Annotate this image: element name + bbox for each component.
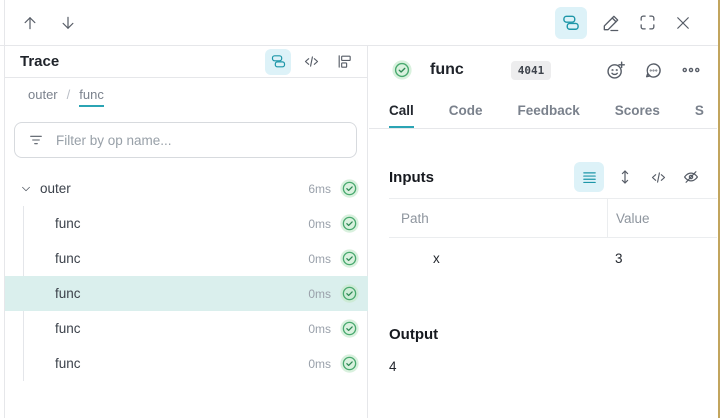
trace-tree-view-button[interactable]	[555, 6, 587, 39]
tab-code[interactable]: Code	[448, 102, 483, 118]
call-tabs: Call Code Feedback Scores S	[369, 94, 717, 129]
inputs-section-header: Inputs	[389, 159, 703, 195]
tab-call[interactable]: Call	[389, 94, 414, 128]
breadcrumb-item-outer[interactable]: outer	[28, 87, 58, 102]
filter-input[interactable]	[56, 132, 356, 148]
tree-row-duration: 0ms	[308, 286, 331, 301]
code-view-button[interactable]	[646, 165, 670, 189]
close-panel-button[interactable]	[671, 11, 695, 35]
op-filter	[14, 122, 357, 158]
tree-row-label: outer	[40, 181, 71, 196]
tree-row-func-5[interactable]: func 0ms	[5, 346, 368, 381]
tree-row-func-2[interactable]: func 0ms	[5, 241, 368, 276]
add-reaction-button[interactable]	[603, 58, 627, 82]
tree-row-func-4[interactable]: func 0ms	[5, 311, 368, 346]
arrow-down-icon	[59, 14, 77, 32]
stack-icon	[270, 53, 287, 70]
call-detail-panel: func 4041	[369, 46, 717, 418]
overflow-menu-button[interactable]	[679, 58, 703, 82]
input-path: x	[433, 250, 440, 266]
tree-row-duration: 0ms	[308, 321, 331, 336]
trace-panel: Trace oute	[5, 46, 368, 418]
success-check-icon	[339, 318, 360, 339]
inputs-heading: Inputs	[389, 168, 434, 186]
tree-row-duration: 0ms	[308, 356, 331, 371]
tree-row-duration: 0ms	[308, 216, 331, 231]
trace-panel-title: Trace	[20, 53, 60, 70]
output-value: 4	[389, 359, 397, 374]
breadcrumb-separator: /	[66, 87, 71, 102]
tab-summary-clipped[interactable]: S	[694, 102, 704, 118]
flamegraph-view-toggle[interactable]	[331, 49, 357, 75]
tree-row-duration: 6ms	[308, 181, 331, 196]
output-heading: Output	[389, 326, 439, 343]
stack-icon	[561, 13, 581, 33]
inputs-table-header: Path Value	[389, 198, 717, 238]
arrows-up-down-icon	[616, 168, 634, 186]
close-icon	[674, 14, 692, 32]
input-value: 3	[615, 250, 623, 266]
tree-row-outer[interactable]: outer 6ms	[5, 171, 368, 206]
fullscreen-button[interactable]	[635, 11, 659, 35]
code-view-toggle[interactable]	[298, 49, 324, 75]
tree-view-toggle[interactable]	[265, 48, 291, 75]
call-id-badge[interactable]: 4041	[510, 60, 552, 80]
tree-row-label: func	[55, 286, 81, 301]
code-icon	[650, 169, 667, 186]
expand-icon	[638, 13, 657, 32]
call-header: func 4041	[369, 46, 717, 94]
next-call-button[interactable]	[56, 11, 80, 35]
hide-values-button[interactable]	[679, 165, 703, 189]
tree-row-label: func	[55, 321, 81, 336]
list-lines-icon	[581, 169, 598, 186]
column-header-value: Value	[607, 199, 717, 237]
tab-feedback[interactable]: Feedback	[517, 102, 580, 118]
call-title: func	[430, 61, 464, 78]
tree-row-func-3-selected[interactable]: func 0ms	[5, 276, 368, 311]
trace-panel-header: Trace	[5, 46, 367, 78]
success-check-icon	[339, 178, 360, 199]
smiley-plus-icon	[605, 60, 626, 81]
breadcrumb-item-func[interactable]: func	[79, 87, 104, 107]
table-view-toggle[interactable]	[574, 162, 604, 192]
column-header-path: Path	[401, 210, 429, 226]
filter-icon	[28, 132, 44, 148]
overflow-dots-icon	[681, 60, 701, 80]
eye-slash-icon	[682, 168, 700, 186]
tree-row-label: func	[55, 216, 81, 231]
success-check-icon	[339, 353, 360, 374]
top-toolbar	[0, 0, 720, 46]
tree-row-label: func	[55, 356, 81, 371]
pencil-icon	[601, 13, 621, 33]
breadcrumb: outer / func	[5, 78, 367, 111]
arrow-up-icon	[21, 14, 39, 32]
success-check-icon	[391, 59, 413, 81]
success-check-icon	[339, 213, 360, 234]
success-check-icon	[339, 283, 360, 304]
table-row[interactable]: x 3	[389, 238, 717, 278]
call-tree: outer 6ms func 0ms func 0ms	[5, 171, 368, 381]
tab-scores[interactable]: Scores	[614, 102, 660, 118]
right-edge-line	[718, 0, 720, 418]
left-edge-divider	[4, 0, 5, 418]
comment-button[interactable]	[641, 58, 665, 82]
tree-row-duration: 0ms	[308, 251, 331, 266]
comment-bubble-icon	[643, 60, 664, 81]
code-icon	[303, 53, 320, 70]
flamegraph-icon	[336, 53, 353, 70]
expand-rows-button[interactable]	[613, 165, 637, 189]
tree-row-label: func	[55, 251, 81, 266]
edit-call-button[interactable]	[599, 11, 623, 35]
chevron-down-icon[interactable]	[20, 183, 32, 195]
previous-call-button[interactable]	[18, 11, 42, 35]
inputs-table: Path Value x 3	[389, 198, 717, 278]
tree-row-func-1[interactable]: func 0ms	[5, 206, 368, 241]
success-check-icon	[339, 248, 360, 269]
